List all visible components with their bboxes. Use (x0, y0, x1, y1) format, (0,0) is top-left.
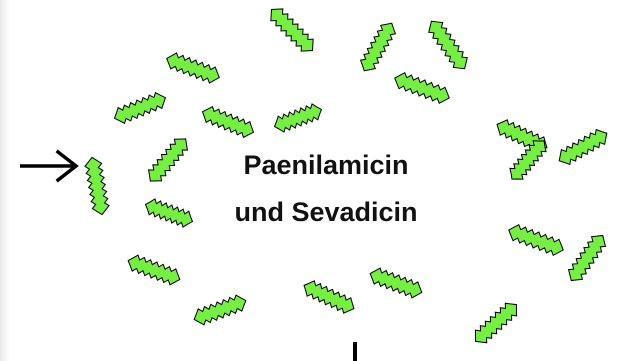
bacterium-icon (143, 196, 196, 229)
bacterium-icon (199, 104, 256, 140)
bacterium-icon (564, 231, 609, 286)
bacterium-icon (164, 50, 222, 85)
center-label: Paenilamicin und Sevadicin (196, 152, 456, 226)
bacterium-icon (125, 253, 182, 288)
bacterium-icon (470, 298, 522, 347)
bacterium-icon (265, 3, 318, 56)
center-label-line2: und Sevadicin (196, 199, 456, 226)
bacterium-icon (506, 222, 566, 258)
bacterium-icon (424, 16, 471, 73)
bacterium-icon (111, 90, 168, 126)
bacterium-icon (555, 126, 611, 168)
bacterium-icon (144, 133, 192, 186)
center-label-line1: Paenilamicin (196, 152, 456, 179)
bacterium-icon (191, 293, 248, 328)
bacterium-icon (300, 278, 357, 317)
bacterium-icon (84, 156, 111, 216)
bacterium-icon (357, 19, 399, 75)
bacterium-icon (392, 70, 452, 106)
bacterium-icon (367, 266, 424, 301)
bacterium-icon (272, 101, 325, 134)
right-arrow-icon (20, 152, 76, 180)
